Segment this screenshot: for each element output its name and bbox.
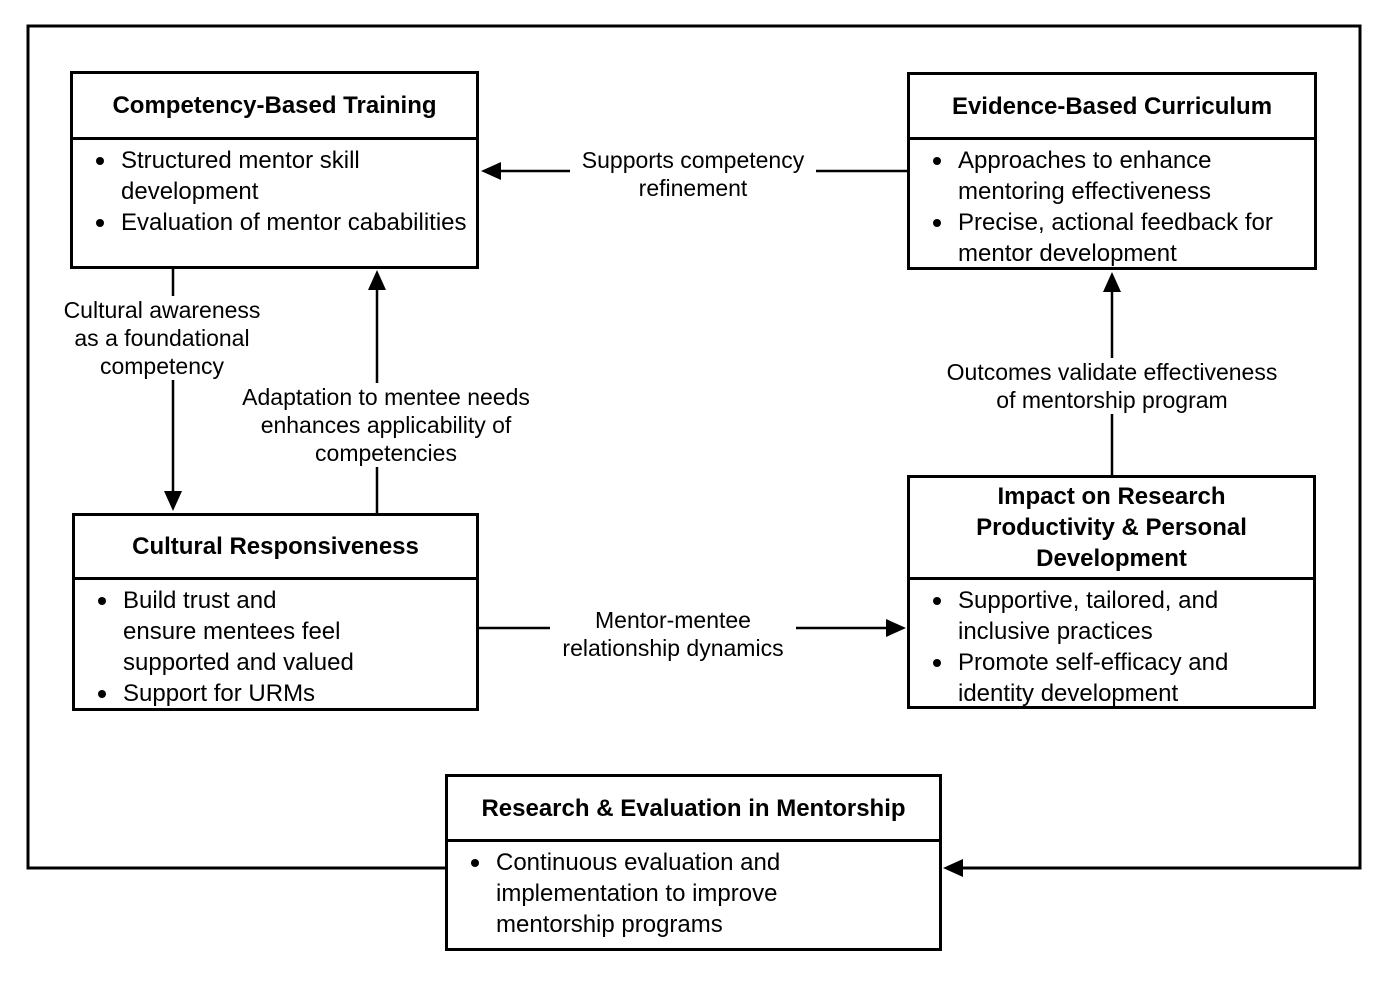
edge-label-mentor-mentee: Mentor-mentee relationship dynamics — [550, 606, 796, 662]
node-body: Structured mentor skill development Eval… — [73, 140, 476, 238]
node-title: Cultural Responsiveness — [75, 516, 476, 580]
node-body: Build trust and ensure mentees feel supp… — [75, 580, 476, 709]
node-body: Supportive, tailored, and inclusive prac… — [910, 580, 1313, 709]
node-research-evaluation-mentorship: Research & Evaluation in Mentorship Cont… — [445, 774, 942, 951]
bullet-item: Continuous evaluation and implementation… — [448, 847, 879, 940]
bullet-item: Support for URMs — [75, 678, 468, 709]
node-impact-research-productivity: Impact on Research Productivity & Person… — [907, 475, 1316, 709]
node-title: Research & Evaluation in Mentorship — [448, 777, 939, 842]
bullet-item: Promote self-efficacy and identity devel… — [910, 647, 1305, 709]
edge-label-adaptation: Adaptation to mentee needs enhances appl… — [230, 383, 542, 467]
node-body: Approaches to enhance mentoring effectiv… — [910, 140, 1314, 269]
node-evidence-based-curriculum: Evidence-Based Curriculum Approaches to … — [907, 72, 1317, 270]
bullet-item: Precise, actional feedback for mentor de… — [910, 207, 1306, 269]
node-bullet-list: Structured mentor skill development Eval… — [73, 145, 468, 238]
edge-label-outcomes-validate: Outcomes validate effectiveness of mento… — [938, 358, 1286, 414]
loop-feedback-arrow — [26, 24, 1362, 877]
node-title: Competency-Based Training — [73, 74, 476, 140]
node-title: Evidence-Based Curriculum — [910, 75, 1314, 140]
node-title: Impact on Research Productivity & Person… — [910, 478, 1313, 580]
bullet-item: Evaluation of mentor cababilities — [73, 207, 468, 238]
node-bullet-list: Continuous evaluation and implementation… — [448, 847, 879, 940]
node-cultural-responsiveness: Cultural Responsiveness Build trust and … — [72, 513, 479, 711]
node-body: Continuous evaluation and implementation… — [448, 842, 939, 940]
bullet-item: Structured mentor skill development — [73, 145, 468, 207]
node-competency-based-training: Competency-Based Training Structured men… — [70, 71, 479, 269]
bullet-item: Supportive, tailored, and inclusive prac… — [910, 585, 1305, 647]
node-bullet-list: Build trust and ensure mentees feel supp… — [75, 585, 468, 709]
bullet-item: Approaches to enhance mentoring effectiv… — [910, 145, 1306, 207]
bullet-item: Build trust and ensure mentees feel supp… — [75, 585, 468, 678]
edge-label-supports-competency: Supports competency refinement — [570, 146, 816, 202]
edge-label-cultural-awareness: Cultural awareness as a foundational com… — [54, 296, 270, 380]
node-bullet-list: Approaches to enhance mentoring effectiv… — [910, 145, 1306, 269]
node-bullet-list: Supportive, tailored, and inclusive prac… — [910, 585, 1305, 709]
